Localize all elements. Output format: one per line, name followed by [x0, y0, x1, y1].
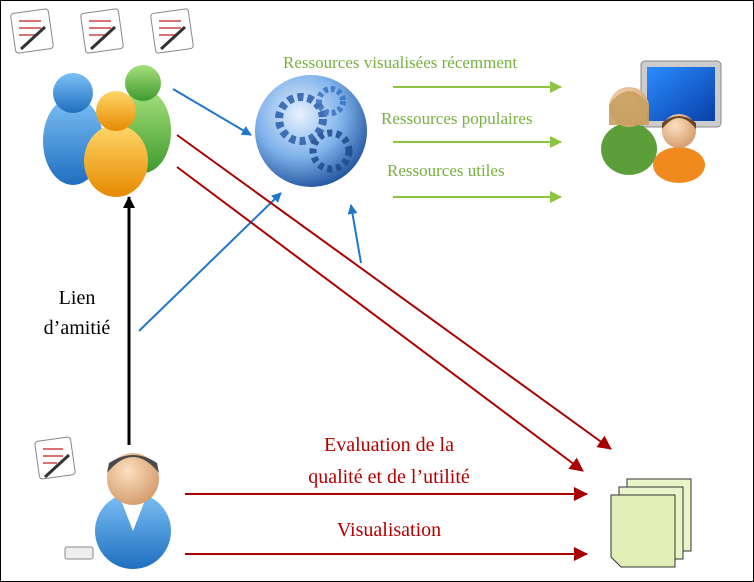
computer-users-icon	[601, 60, 722, 183]
checklist-icon	[10, 8, 54, 54]
user-icon	[64, 453, 171, 569]
checklist-icon	[150, 8, 194, 54]
evaluation-label: Evaluation de la qualité et de l’utilité	[269, 429, 509, 493]
label-popular-resources: Ressources populaires	[381, 109, 533, 128]
red-arrow-group-to-docs-2	[176, 166, 584, 472]
label-useful-resources: Ressources utiles	[387, 161, 505, 180]
evaluation-label-line1: Evaluation de la	[324, 434, 454, 456]
checklist-icon	[34, 436, 76, 480]
visualisation-label: Visualisation	[336, 519, 442, 541]
blue-arrow-link-to-gears	[138, 192, 282, 332]
user-group-icon	[43, 65, 171, 197]
checklist-icon	[80, 8, 124, 54]
evaluation-label-line2: qualité et de l’utilité	[308, 466, 470, 488]
blue-arrow-group-to-gears	[172, 88, 252, 136]
gears-icon	[255, 75, 367, 187]
friendship-label: Lien d’amitié	[29, 283, 125, 343]
red-arrow-group-to-docs-1	[176, 134, 612, 450]
label-recent-resources: Ressources visualisées récemment	[283, 53, 518, 72]
friendship-label-line2: d’amitié	[43, 317, 111, 339]
blue-arrow-up-to-gears	[347, 204, 362, 264]
documents-icon	[610, 478, 692, 568]
friendship-label-line1: Lien	[58, 287, 96, 309]
